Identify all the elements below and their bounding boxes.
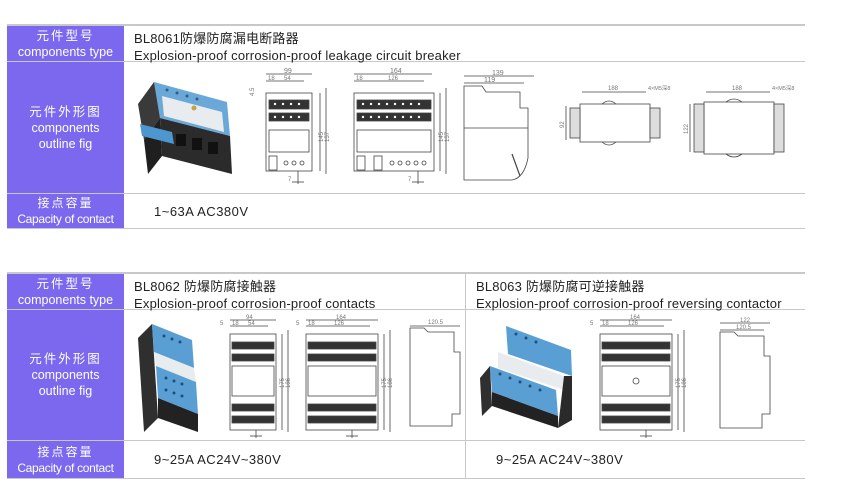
dimension-label: 186 <box>286 377 292 388</box>
dimension-label: 188 <box>608 86 619 92</box>
product-photo-bl8063 <box>480 326 572 428</box>
label-type-en: components type <box>17 292 114 307</box>
dimension-label: 4×M5深8 <box>648 84 670 92</box>
column-divider <box>465 272 466 479</box>
dimension-label: 7 <box>288 177 292 183</box>
model-name-en: Explosion-proof corrosion-proof leakage … <box>134 48 461 63</box>
header-capacity: 接点容量 Capacity of contact <box>7 194 124 228</box>
dimension-label: 175 <box>676 377 682 388</box>
model-cell: BL8061防爆防腐漏电断路器 Explosion-proof corrosio… <box>124 26 805 63</box>
row-outline-fig: 元件外形图 components outline fig 94 18 54 5 <box>7 310 805 441</box>
label-outline-zh: 元件外形图 <box>29 352 102 366</box>
label-type-en: components type <box>17 44 114 59</box>
label-type-zh: 元件型号 <box>36 28 95 43</box>
dimension-label: 18 <box>232 321 239 327</box>
dimension-label: 157 <box>445 131 451 142</box>
spec-table-bl8062-bl8063: 元件型号 components type BL8062 防爆防腐接触器 Expl… <box>7 272 805 479</box>
outline-figures-bl8063: 164 18 126 5 175 186 122 120.5 <box>466 310 805 440</box>
dimension-label: 5 <box>296 321 300 327</box>
dim-width: 99 <box>284 68 292 75</box>
dimension-label: 157 <box>325 131 331 142</box>
label-outline-en1: components <box>31 368 100 382</box>
dimension-label: 5 <box>220 321 224 327</box>
dimension-label: 145 <box>439 131 445 142</box>
product-photo-bl8062 <box>138 324 198 432</box>
header-components-type: 元件型号 components type <box>7 26 124 61</box>
label-outline-en2: outline fig <box>38 136 93 151</box>
drawing-top-large: 188 4×M5深8 122 <box>684 84 794 158</box>
dimension-label: 122 <box>684 123 690 134</box>
capacity-value-bl8063: 9~25A AC24V~380V <box>496 452 624 467</box>
row-capacity: 接点容量 Capacity of contact 9~25A AC24V~380… <box>7 441 805 479</box>
dimension-label: 126 <box>388 76 399 82</box>
dimension-label: 139 <box>492 70 504 77</box>
drawing-front-large: 164 18 126 5 175 186 <box>296 315 394 438</box>
dimension-label: 120.5 <box>428 320 444 326</box>
label-outline-en1: components <box>31 120 100 135</box>
drawing-front-small: 94 18 54 5 175 186 <box>220 315 292 438</box>
header-capacity: 接点容量 Capacity of contact <box>7 441 124 478</box>
dimension-label: 126 <box>628 321 639 327</box>
row-outline-fig: 元件外形图 components outline fig 99 <box>7 62 805 194</box>
label-outline-zh: 元件外形图 <box>29 104 102 119</box>
row-components-type: 元件型号 components type BL8062 防爆防腐接触器 Expl… <box>7 272 805 311</box>
dimension-label: 5 <box>590 321 594 327</box>
model-name-zh: BL8063 防爆防腐可逆接触器 <box>476 279 645 294</box>
dimension-label: 54 <box>284 76 291 82</box>
label-capacity-en: Capacity of contact <box>17 460 114 475</box>
dimension-label: 18 <box>308 321 315 327</box>
capacity-value-bl8062: 9~25A AC24V~380V <box>154 452 282 467</box>
drawing-top-small: 188 4×M5深8 92 <box>560 84 670 146</box>
label-capacity-zh: 接点容量 <box>37 196 94 210</box>
drawing-front-small: 99 18 54 4.5 145 157 7 <box>250 68 331 184</box>
dimension-label: 145 <box>319 131 325 142</box>
dimension-label: 4.5 <box>250 87 256 96</box>
dimension-label: 186 <box>388 377 394 388</box>
capacity-value: 1~63A AC380V <box>154 203 249 219</box>
dimension-label: 94 <box>246 315 253 321</box>
dimension-label: 18 <box>356 76 363 82</box>
drawing-front-large: 164 18 126 145 157 7 <box>353 68 451 184</box>
dimension-label: 18 <box>602 321 609 327</box>
model-name-en: Explosion-proof corrosion-proof contacts <box>134 296 376 311</box>
model-name-en: Explosion-proof corrosion-proof reversin… <box>476 296 782 311</box>
dimension-label: 164 <box>630 315 641 321</box>
dimension-label: 54 <box>248 321 255 327</box>
drawing-side: 139 119 <box>463 70 534 181</box>
drawing-side: 122 120.5 <box>719 318 771 429</box>
header-outline-fig: 元件外形图 components outline fig <box>7 62 124 193</box>
dimension-label: 175 <box>382 377 388 388</box>
dimension-label: 126 <box>334 321 345 327</box>
dimension-label: 18 <box>268 76 275 82</box>
dimension-label: 119 <box>484 77 495 84</box>
model-name-zh: BL8062 防爆防腐接触器 <box>134 279 277 294</box>
model-cell-bl8062: BL8062 防爆防腐接触器 Explosion-proof corrosion… <box>124 274 474 311</box>
header-outline-fig: 元件外形图 components outline fig <box>7 310 124 440</box>
product-photo-bl8061 <box>138 82 232 174</box>
dimension-label: 4×M5深8 <box>772 84 794 92</box>
dimension-label: 7 <box>408 177 412 183</box>
dimension-label: 175 <box>280 377 286 388</box>
label-outline-en2: outline fig <box>38 384 93 398</box>
model-name-zh: BL8061防爆防腐漏电断路器 <box>134 31 299 46</box>
label-capacity-zh: 接点容量 <box>37 444 94 459</box>
dimension-label: 92 <box>560 121 566 128</box>
dimension-label: 186 <box>682 377 688 388</box>
row-components-type: 元件型号 components type BL8061防爆防腐漏电断路器 Exp… <box>7 24 805 63</box>
dimension-label: 122 <box>740 318 751 324</box>
label-capacity-en: Capacity of contact <box>17 212 114 226</box>
outline-figures: 99 18 54 4.5 145 157 7 164 18 126 <box>124 62 805 193</box>
row-capacity: 接点容量 Capacity of contact 1~63A AC380V <box>7 194 805 229</box>
spec-table-bl8061: 元件型号 components type BL8061防爆防腐漏电断路器 Exp… <box>7 24 805 229</box>
dimension-label: 120.5 <box>736 325 752 331</box>
dimension-label: 164 <box>336 315 347 321</box>
dimension-label: 188 <box>732 86 743 92</box>
header-components-type: 元件型号 components type <box>7 274 124 309</box>
drawing-front-large: 164 18 126 5 175 186 <box>590 315 688 438</box>
model-cell-bl8063: BL8063 防爆防腐可逆接触器 Explosion-proof corrosi… <box>466 274 805 311</box>
drawing-side: 120.5 <box>409 320 461 427</box>
label-type-zh: 元件型号 <box>36 276 95 291</box>
dimension-label: 164 <box>390 68 402 75</box>
outline-figures-bl8062: 94 18 54 5 175 186 164 18 126 5 <box>124 310 464 440</box>
